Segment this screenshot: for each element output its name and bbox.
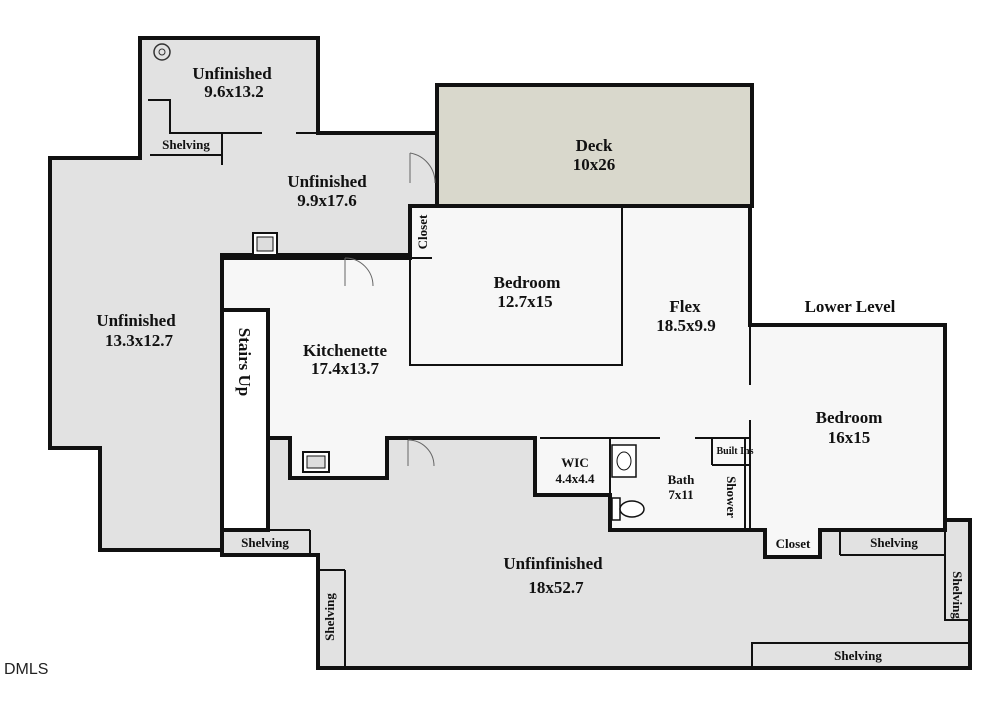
room-unfinished-bottom-dims: 18x52.7 (528, 578, 584, 597)
room-wic-dims: 4.4x4.4 (556, 471, 596, 486)
room-unfinished-bottom-name: Unfinfinished (503, 554, 603, 573)
vanity-icon (611, 444, 637, 478)
closet-label-bottom: Closet (776, 536, 811, 551)
room-unfinished-top-dims: 9.6x13.2 (204, 82, 264, 101)
toilet-icon (611, 497, 645, 521)
room-unfinished-left-name: Unfinished (96, 311, 176, 330)
shelving-label-left: Shelving (241, 535, 289, 550)
room-unfinished-top-name: Unfinished (192, 64, 272, 83)
deck-area (435, 83, 754, 208)
shelving-label-bottom: Shelving (834, 648, 882, 663)
fixtures (153, 43, 645, 521)
room-unfinished-mid-dims: 9.9x17.6 (297, 191, 357, 210)
room-deck-name: Deck (576, 136, 613, 155)
unfinished-area-top (48, 36, 439, 552)
shelving-label-vertical-right: Shelving (950, 571, 965, 619)
room-labels: Unfinished 9.6x13.2 Deck 10x26 Unfinishe… (96, 64, 882, 597)
room-unfinished-left-dims: 13.3x12.7 (105, 331, 174, 350)
closet-label-top: Closet (415, 214, 430, 249)
room-flex-name: Flex (669, 297, 701, 316)
watermark: DMLS (4, 661, 48, 678)
interior-walls (148, 99, 970, 668)
room-flex-dims: 18.5x9.9 (656, 316, 716, 335)
room-bedroom-2-name: Bedroom (816, 408, 883, 427)
room-bedroom-1-dims: 12.7x15 (497, 292, 552, 311)
water-heater-icon (153, 43, 171, 61)
room-wic-name: WIC (561, 455, 588, 470)
room-kitchenette-name: Kitchenette (303, 341, 387, 360)
room-bath-dims: 7x11 (668, 487, 693, 502)
room-deck-dims: 10x26 (573, 155, 616, 174)
room-kitchenette-dims: 17.4x13.7 (311, 359, 380, 378)
feature-labels: Shelving Shelving Shelving Shelving Shel… (162, 137, 965, 663)
built-ins-label: Built Ins (717, 446, 754, 457)
shelving-label-top: Shelving (162, 137, 210, 152)
doors (344, 152, 436, 467)
room-unfinished-mid-name: Unfinished (287, 172, 367, 191)
floor-heading: Lower Level (805, 297, 896, 316)
room-bedroom-1-name: Bedroom (494, 273, 561, 292)
shower-label: Shower (724, 476, 739, 518)
stairs-label: Stairs Up (235, 328, 254, 396)
room-bedroom-2-dims: 16x15 (828, 428, 871, 447)
shelving-label-right: Shelving (870, 535, 918, 550)
shelving-label-vertical-left: Shelving (322, 593, 337, 641)
room-bath-name: Bath (668, 472, 696, 487)
